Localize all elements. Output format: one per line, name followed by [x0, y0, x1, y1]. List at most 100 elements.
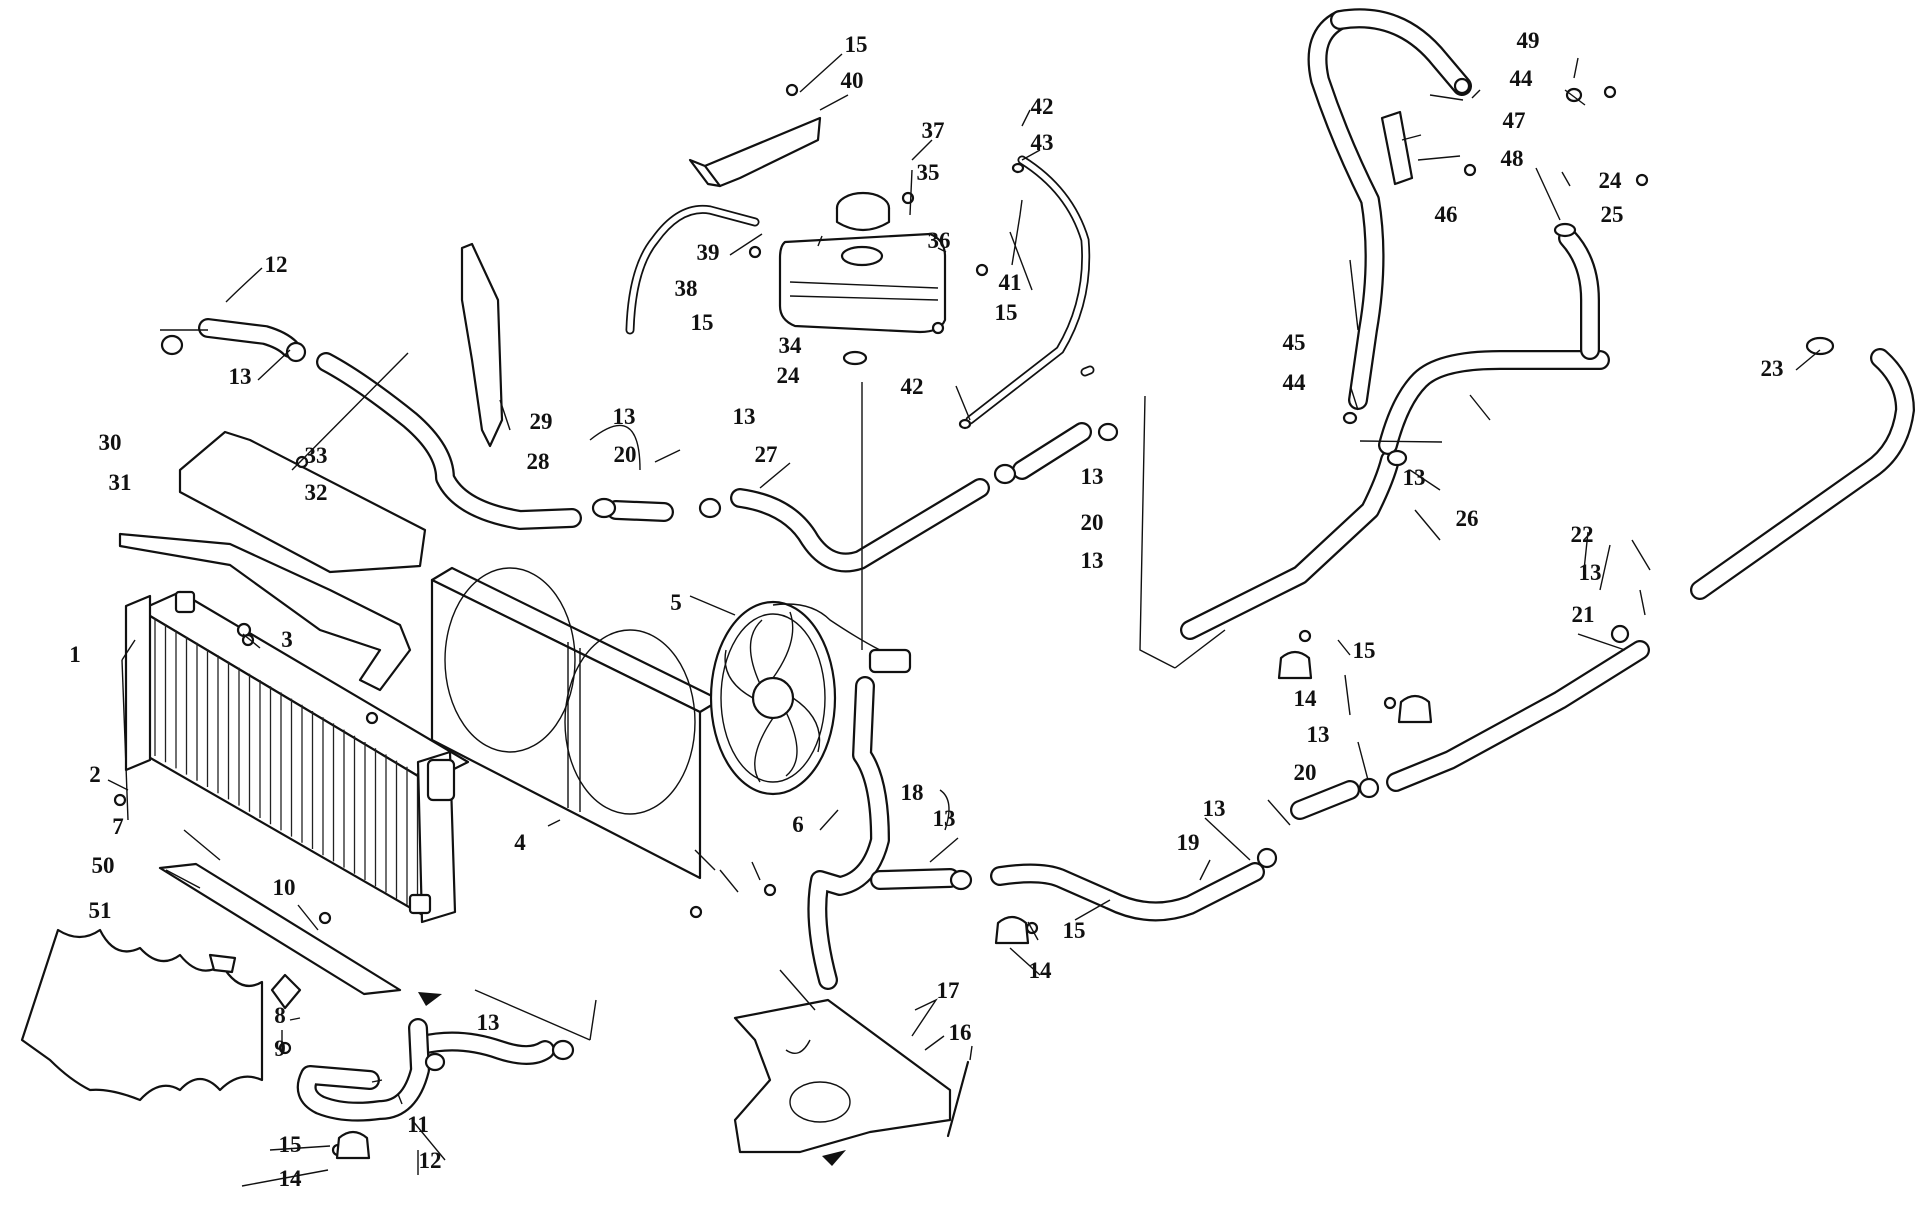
leader-line — [1573, 57, 1579, 79]
callout-20: 20 — [614, 442, 637, 467]
leader-line — [1204, 817, 1251, 861]
leader-line — [241, 1169, 329, 1187]
hose-28 — [316, 352, 582, 530]
callout-49: 49 — [1517, 28, 1540, 53]
leader-line — [1139, 395, 1176, 669]
clamp — [698, 497, 722, 519]
leader-line — [1009, 231, 1033, 291]
callout-31: 31 — [109, 470, 132, 495]
leader-line — [939, 789, 950, 831]
leader-line — [1359, 440, 1443, 443]
leader-line — [242, 633, 261, 649]
callout-1: 1 — [69, 642, 81, 667]
callout-28: 28 — [527, 449, 550, 474]
leader-line — [411, 1119, 446, 1161]
callout-27: 27 — [755, 442, 778, 467]
callout-3: 3 — [281, 627, 293, 652]
callout-41: 41 — [999, 270, 1022, 295]
leader-line — [819, 809, 839, 831]
callout-45: 45 — [1283, 330, 1306, 355]
hose-20-upper — [1012, 422, 1092, 480]
callout-50: 50 — [92, 853, 115, 878]
leader-line — [1417, 155, 1461, 161]
callout-4: 4 — [514, 830, 526, 855]
leader-line — [937, 247, 947, 253]
leader-line — [1011, 199, 1023, 266]
bolt — [748, 245, 762, 259]
callout-19: 19 — [1177, 830, 1200, 855]
leader-line — [289, 1017, 301, 1021]
leader-line — [689, 595, 736, 616]
callout-22: 22 — [1571, 522, 1594, 547]
leader-line — [589, 424, 641, 471]
callout-20: 20 — [1294, 760, 1317, 785]
leader-line — [225, 267, 263, 303]
hose-20-lower — [1290, 780, 1360, 820]
clamp — [842, 350, 868, 366]
leader-lines — [107, 53, 1821, 1187]
callout-11: 11 — [407, 1112, 429, 1137]
leader-line — [499, 399, 511, 431]
leader-line — [107, 779, 129, 791]
callout-24: 24 — [1599, 168, 1623, 193]
clamp — [1342, 411, 1358, 425]
hose-support-clamp — [994, 915, 1030, 945]
leader-line — [779, 969, 816, 1011]
callout-13: 13 — [477, 1010, 500, 1035]
hose-left-26 — [1180, 450, 1400, 640]
callout-29: 29 — [530, 409, 553, 434]
bolt — [975, 263, 989, 277]
clamp — [993, 463, 1017, 485]
coolant-reservoir — [778, 191, 947, 334]
callout-13: 13 — [1081, 548, 1104, 573]
clamp — [949, 869, 973, 891]
callout-15: 15 — [845, 32, 868, 57]
leader-line — [1631, 539, 1651, 571]
leader-line — [121, 659, 129, 821]
clamp — [1610, 624, 1630, 644]
clamp — [1011, 162, 1025, 174]
leader-line — [547, 819, 561, 827]
overflow-tube-38 — [625, 204, 760, 335]
hose-12-lower — [412, 1031, 555, 1065]
callout-9: 9 — [274, 1036, 286, 1061]
callout-15: 15 — [1063, 918, 1086, 943]
leader-line — [291, 352, 409, 471]
fan-guard-panel — [460, 242, 504, 448]
callout-14: 14 — [1294, 686, 1318, 711]
leader-line — [929, 837, 959, 863]
callout-15: 15 — [995, 300, 1018, 325]
callout-34: 34 — [779, 333, 803, 358]
leader-line — [1469, 394, 1491, 421]
leader-line — [1199, 859, 1211, 881]
callout-13: 13 — [1307, 722, 1330, 747]
callout-44: 44 — [1283, 370, 1307, 395]
callout-47: 47 — [1503, 108, 1526, 133]
callout-8: 8 — [274, 1003, 286, 1028]
callout-6: 6 — [792, 812, 804, 837]
callout-35: 35 — [917, 160, 940, 185]
radiator — [124, 590, 470, 924]
leader-line — [297, 904, 319, 931]
leader-line — [1535, 167, 1561, 221]
callout-13: 13 — [1579, 560, 1602, 585]
rod — [946, 1060, 970, 1138]
callout-42: 42 — [901, 374, 924, 399]
clamp — [591, 497, 617, 519]
callout-12: 12 — [419, 1148, 442, 1173]
leader-line — [1267, 799, 1291, 826]
hose-45-top — [1330, 8, 1472, 96]
leader-line — [924, 1035, 945, 1051]
clamp — [1097, 422, 1119, 442]
clamp — [551, 1039, 575, 1061]
bolt — [113, 793, 127, 807]
hose-23 — [1690, 348, 1915, 600]
callout-24: 24 — [777, 363, 801, 388]
corrugated-sleeve — [1380, 110, 1414, 186]
leader-line — [1027, 921, 1039, 941]
callout-39: 39 — [697, 240, 720, 265]
hose-12-upper — [198, 318, 300, 358]
leader-line — [1639, 589, 1646, 616]
leader-line — [1409, 469, 1441, 491]
